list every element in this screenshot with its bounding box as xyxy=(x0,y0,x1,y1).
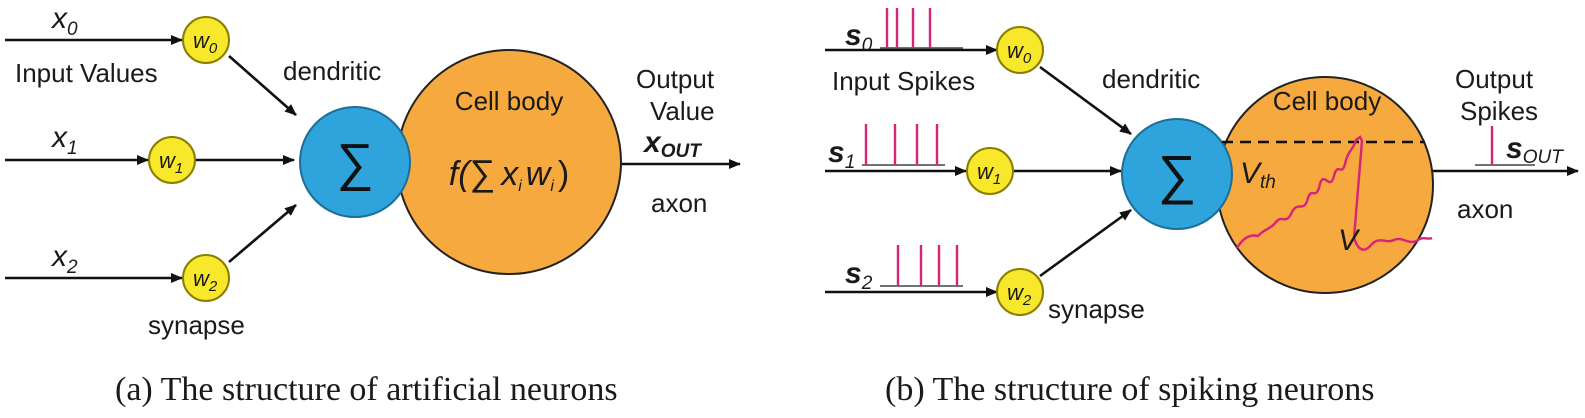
dendrite-line-w2 xyxy=(1039,208,1132,278)
output-label-line2: Value xyxy=(650,96,715,126)
weight-label: w1 xyxy=(159,148,183,177)
output-var-sout: sOUT xyxy=(1506,132,1564,168)
axon-label: axon xyxy=(1457,194,1513,224)
input-values-label: Input Values xyxy=(15,58,158,88)
output-label-line2: Spikes xyxy=(1460,96,1538,126)
weight-node-w0: w0 xyxy=(996,26,1044,74)
membrane-potential-trace xyxy=(1235,135,1433,251)
input-label-s0: s0 xyxy=(845,19,873,56)
caption-a: (a) The structure of artificial neurons xyxy=(115,371,618,408)
dendrite-line-w0 xyxy=(228,55,297,116)
dendritic-label: dendritic xyxy=(1102,64,1200,94)
weight-label: w0 xyxy=(193,28,218,57)
dendritic-label: dendritic xyxy=(283,56,381,86)
panel-b-spiking-neuron: w0 w1 w2 s0 s1 s2 Input Spikes dendritic… xyxy=(825,8,1579,408)
weight-node-w2: w2 xyxy=(996,268,1044,316)
input-label-s1: s1 xyxy=(828,136,855,173)
weight-label: w1 xyxy=(977,159,1001,188)
potential-label-v: V xyxy=(1338,224,1361,257)
summation-node xyxy=(1121,118,1233,230)
weight-node-w1: w1 xyxy=(966,147,1014,195)
weight-label: w2 xyxy=(1007,280,1032,309)
weight-node-w1: w1 xyxy=(148,136,196,184)
input-label-x1: x1 xyxy=(50,121,78,159)
input-label-x2: x2 xyxy=(50,240,78,278)
weight-node-w2: w2 xyxy=(182,254,230,302)
spike-train-s1 xyxy=(862,124,945,166)
output-spike xyxy=(1475,126,1535,166)
output-label-line1: Output xyxy=(1455,64,1534,94)
spike-train-s0 xyxy=(880,8,963,49)
dendrite-line-w2 xyxy=(228,204,297,263)
weight-node-w0: w0 xyxy=(182,16,230,64)
axon-label: axon xyxy=(651,188,707,218)
output-var-xout: xOUT xyxy=(642,126,702,162)
spike-train-s2 xyxy=(880,245,963,287)
dendrite-line-w0 xyxy=(1039,65,1132,136)
sum-symbol: ∑ xyxy=(336,134,373,192)
panel-a-artificial-neuron: w0 w1 w2 x0 x1 x2 Input Values dendritic… xyxy=(5,2,741,408)
input-label-s2: s2 xyxy=(845,257,873,294)
input-spikes-label: Input Spikes xyxy=(832,66,975,96)
synapse-label: synapse xyxy=(1048,294,1145,324)
weight-label: w2 xyxy=(193,266,218,295)
cell-body-label: Cell body xyxy=(1273,86,1381,116)
synapse-label: synapse xyxy=(148,310,245,340)
threshold-label-vth: Vth xyxy=(1240,157,1276,193)
output-label-line1: Output xyxy=(636,64,715,94)
caption-b: (b) The structure of spiking neurons xyxy=(885,371,1374,408)
input-label-x0: x0 xyxy=(50,2,78,40)
summation-node xyxy=(299,106,411,218)
sum-symbol: ∑ xyxy=(1158,145,1197,205)
cell-body-label: Cell body xyxy=(455,86,563,116)
weight-label: w0 xyxy=(1007,38,1032,67)
